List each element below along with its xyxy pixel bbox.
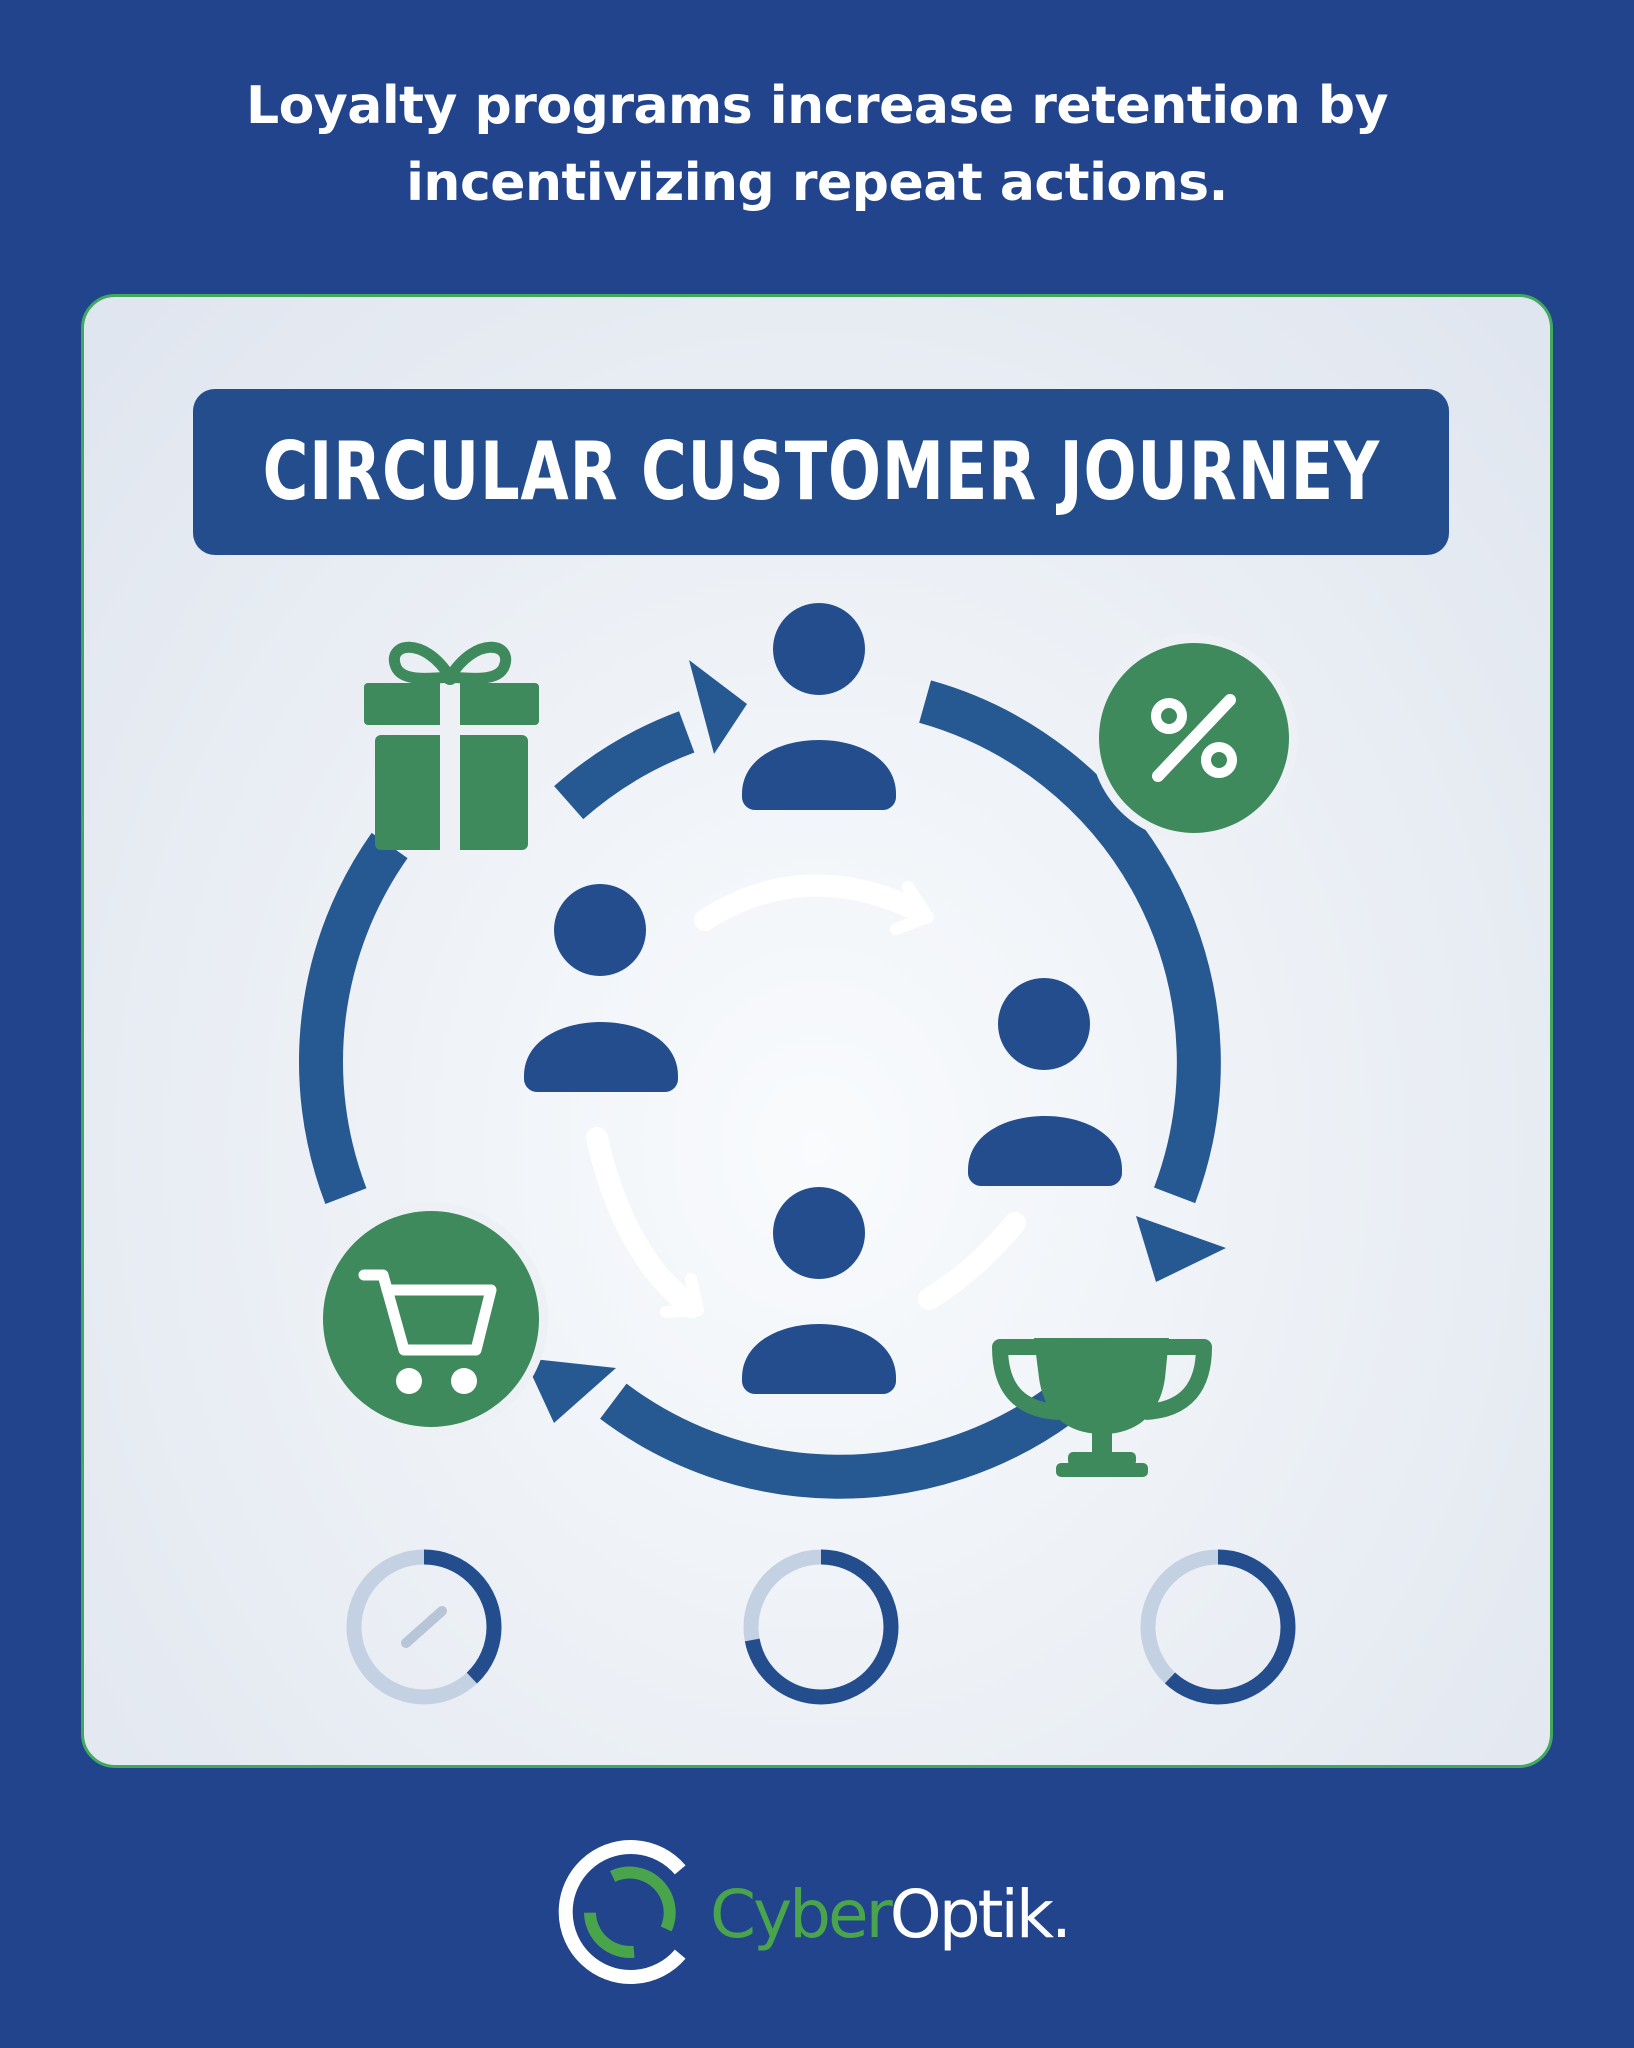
inner-arc-left [586, 1127, 703, 1318]
user-icon-left [524, 884, 678, 1092]
inner-arc-top [694, 874, 925, 931]
gift-icon [364, 641, 539, 858]
progress-ring-3 [1140, 1549, 1296, 1705]
inner-arc-bottom-right [918, 1212, 1026, 1310]
percent-icon [1090, 634, 1298, 842]
arrowhead-top [689, 660, 747, 754]
brand-name: CyberOptik. [710, 1876, 1072, 1953]
headline: Loyalty programs increase retention by i… [245, 76, 1389, 213]
brand-mark-icon [558, 1840, 686, 1984]
progress-ring-2 [743, 1549, 899, 1705]
outer-arc-left [299, 832, 408, 1204]
outer-cycle-arrows [299, 680, 1221, 1499]
brand-name-part-2: Optik. [889, 1876, 1072, 1953]
progress-ring-1 [346, 1549, 502, 1705]
diagram-panel: CIRCULAR CUSTOMER JOURNEY [81, 294, 1553, 1768]
inner-cycle-arrows [586, 874, 1026, 1318]
user-icon-right [968, 978, 1122, 1186]
inner-arrowheads [660, 881, 934, 1318]
outer-arrowheads [524, 660, 1226, 1423]
user-icon-bottom [742, 1187, 896, 1394]
arrowhead-bottom [524, 1358, 616, 1423]
cycle-diagram [299, 603, 1298, 1705]
diagram-title: CIRCULAR CUSTOMER JOURNEY [262, 425, 1380, 518]
shopping-cart-icon [314, 1202, 548, 1436]
trophy-icon [992, 1338, 1212, 1477]
outer-arc-top [554, 711, 695, 820]
brand-logo: CyberOptik. [550, 1832, 1090, 1992]
slash-icon [401, 1606, 447, 1648]
outer-arc-bottom [600, 1383, 1073, 1499]
progress-rings [346, 1549, 1296, 1705]
user-icon-top [742, 603, 896, 810]
brand-name-part-1: Cyber [710, 1876, 893, 1953]
outer-arc-right [919, 680, 1221, 1204]
title-banner: CIRCULAR CUSTOMER JOURNEY [193, 389, 1449, 555]
arrowhead-right [1136, 1216, 1226, 1282]
